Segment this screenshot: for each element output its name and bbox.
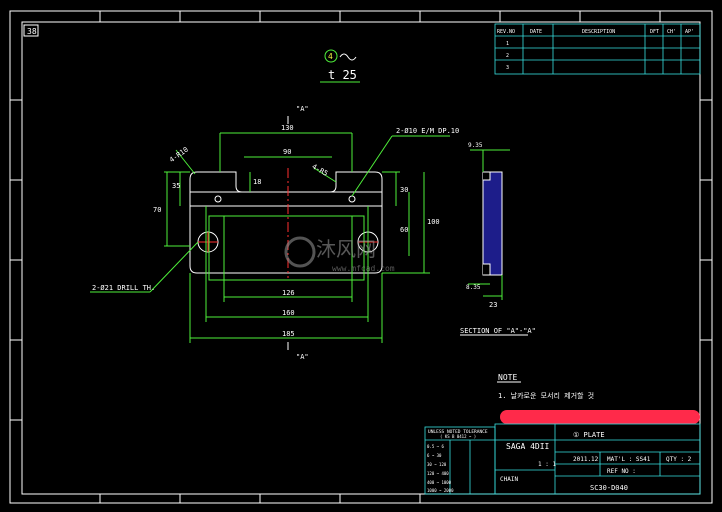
revision-table-text: REV.NO DATE DESCRIPTION DFT CH' AP' 1 2 …	[497, 29, 694, 71]
tolerance-row-3: 30 ~ 120	[427, 462, 447, 467]
title-block	[424, 423, 701, 495]
tolerance-row-2: 6 ~ 30	[427, 453, 442, 458]
drawing-frame	[9, 10, 713, 504]
watermark-url: www.mfcad.com	[332, 264, 395, 273]
tolerance-row-5: 400 ~ 1000	[427, 480, 452, 485]
section-mark-bottom-label: "A"	[296, 353, 309, 361]
rev-row-3: 3	[506, 65, 509, 71]
dim-left-overall: 70	[153, 206, 161, 214]
dim-top-width: 130	[281, 124, 294, 132]
section-mark-top-label: "A"	[296, 105, 309, 113]
rev-header-dft: DFT	[650, 29, 659, 35]
dim-right-inner: 60	[400, 226, 408, 234]
rev-header-no: REV.NO	[497, 29, 515, 35]
drawing-date: 2011.12	[573, 456, 599, 463]
rev-header-description: DESCRIPTION	[582, 29, 615, 35]
rev-row-2: 2	[506, 53, 509, 59]
thickness-label: t 25	[328, 68, 357, 82]
corner-mark-label: 38	[27, 27, 37, 36]
scale-label: 1 : 1	[538, 461, 556, 468]
dimension-lines	[90, 132, 450, 343]
dim-bottom-126: 126	[282, 289, 295, 297]
dim-right-100: 100	[427, 218, 440, 226]
tolerance-title: UNLESS NOTED TOLERANCE	[428, 429, 488, 435]
rev-header-ch: CH'	[667, 29, 676, 35]
tolerance-row-6: 1000 ~ 2000	[427, 488, 454, 493]
dim-right-30: 30	[400, 186, 408, 194]
rev-header-date: DATE	[530, 29, 542, 35]
section-mark-bottom: "A"	[287, 342, 309, 361]
watermark: 沐风网 www.mfcad.com	[284, 236, 395, 273]
note-block: NOTE 1. 날카로운 모서리 제거할 것	[497, 373, 594, 400]
material-label: MAT'L : SS41	[607, 456, 651, 463]
ref-label: REF NO :	[607, 468, 636, 475]
qty-label: QTY : 2	[666, 456, 692, 463]
company-label: CHAIN	[500, 476, 518, 483]
dim-bottom-160: 160	[282, 309, 295, 317]
dim-hole-note: 2-Ø10 E/M DP.10	[396, 127, 459, 135]
rev-header-ap: AP'	[685, 29, 694, 35]
part-name: ① PLATE	[573, 431, 605, 439]
watermark-brand: 沐风网	[316, 237, 376, 261]
project-name: SAGA 4DII	[506, 442, 550, 451]
redaction-mark	[500, 410, 700, 424]
title-block-text: SAGA 4DII ① PLATE 2011.12 MAT'L : SS41 Q…	[427, 429, 692, 493]
revision-table	[494, 23, 701, 75]
tolerance-row-1: 0.5 ~ 6	[427, 444, 444, 449]
dim-slot-depth: 18	[253, 178, 261, 186]
dim-top-slot: 90	[283, 148, 291, 156]
dim-bottom-185: 185	[282, 330, 295, 338]
rev-row-1: 1	[506, 41, 509, 47]
section-top-dim: 9.35	[468, 142, 483, 149]
tolerance-subtitle: ( KS B 0412 ~ )	[440, 434, 476, 439]
section-mark-top: "A"	[287, 105, 309, 124]
note-line-1: 1. 날카로운 모서리 제거할 것	[498, 391, 594, 400]
surface-finish-number: 4	[328, 52, 333, 61]
frame-ticks	[10, 11, 712, 503]
section-view: 9.35 8.35 23 SECTION OF "A"-"A"	[460, 142, 536, 336]
dim-drill-note: 2-Ø21 DRILL TH.	[92, 284, 155, 292]
drawing-number: SC30-D040	[590, 484, 628, 492]
section-width-dim: 23	[489, 301, 497, 309]
section-bottom-dim: 8.35	[466, 284, 481, 291]
dim-left-upper: 35	[172, 182, 180, 190]
corner-mark: 38	[23, 24, 39, 37]
surface-finish-symbol: 4 t 25	[320, 49, 360, 83]
note-title: NOTE	[498, 373, 517, 382]
section-title: SECTION OF "A"-"A"	[460, 327, 536, 335]
tolerance-row-4: 120 ~ 400	[427, 471, 449, 476]
